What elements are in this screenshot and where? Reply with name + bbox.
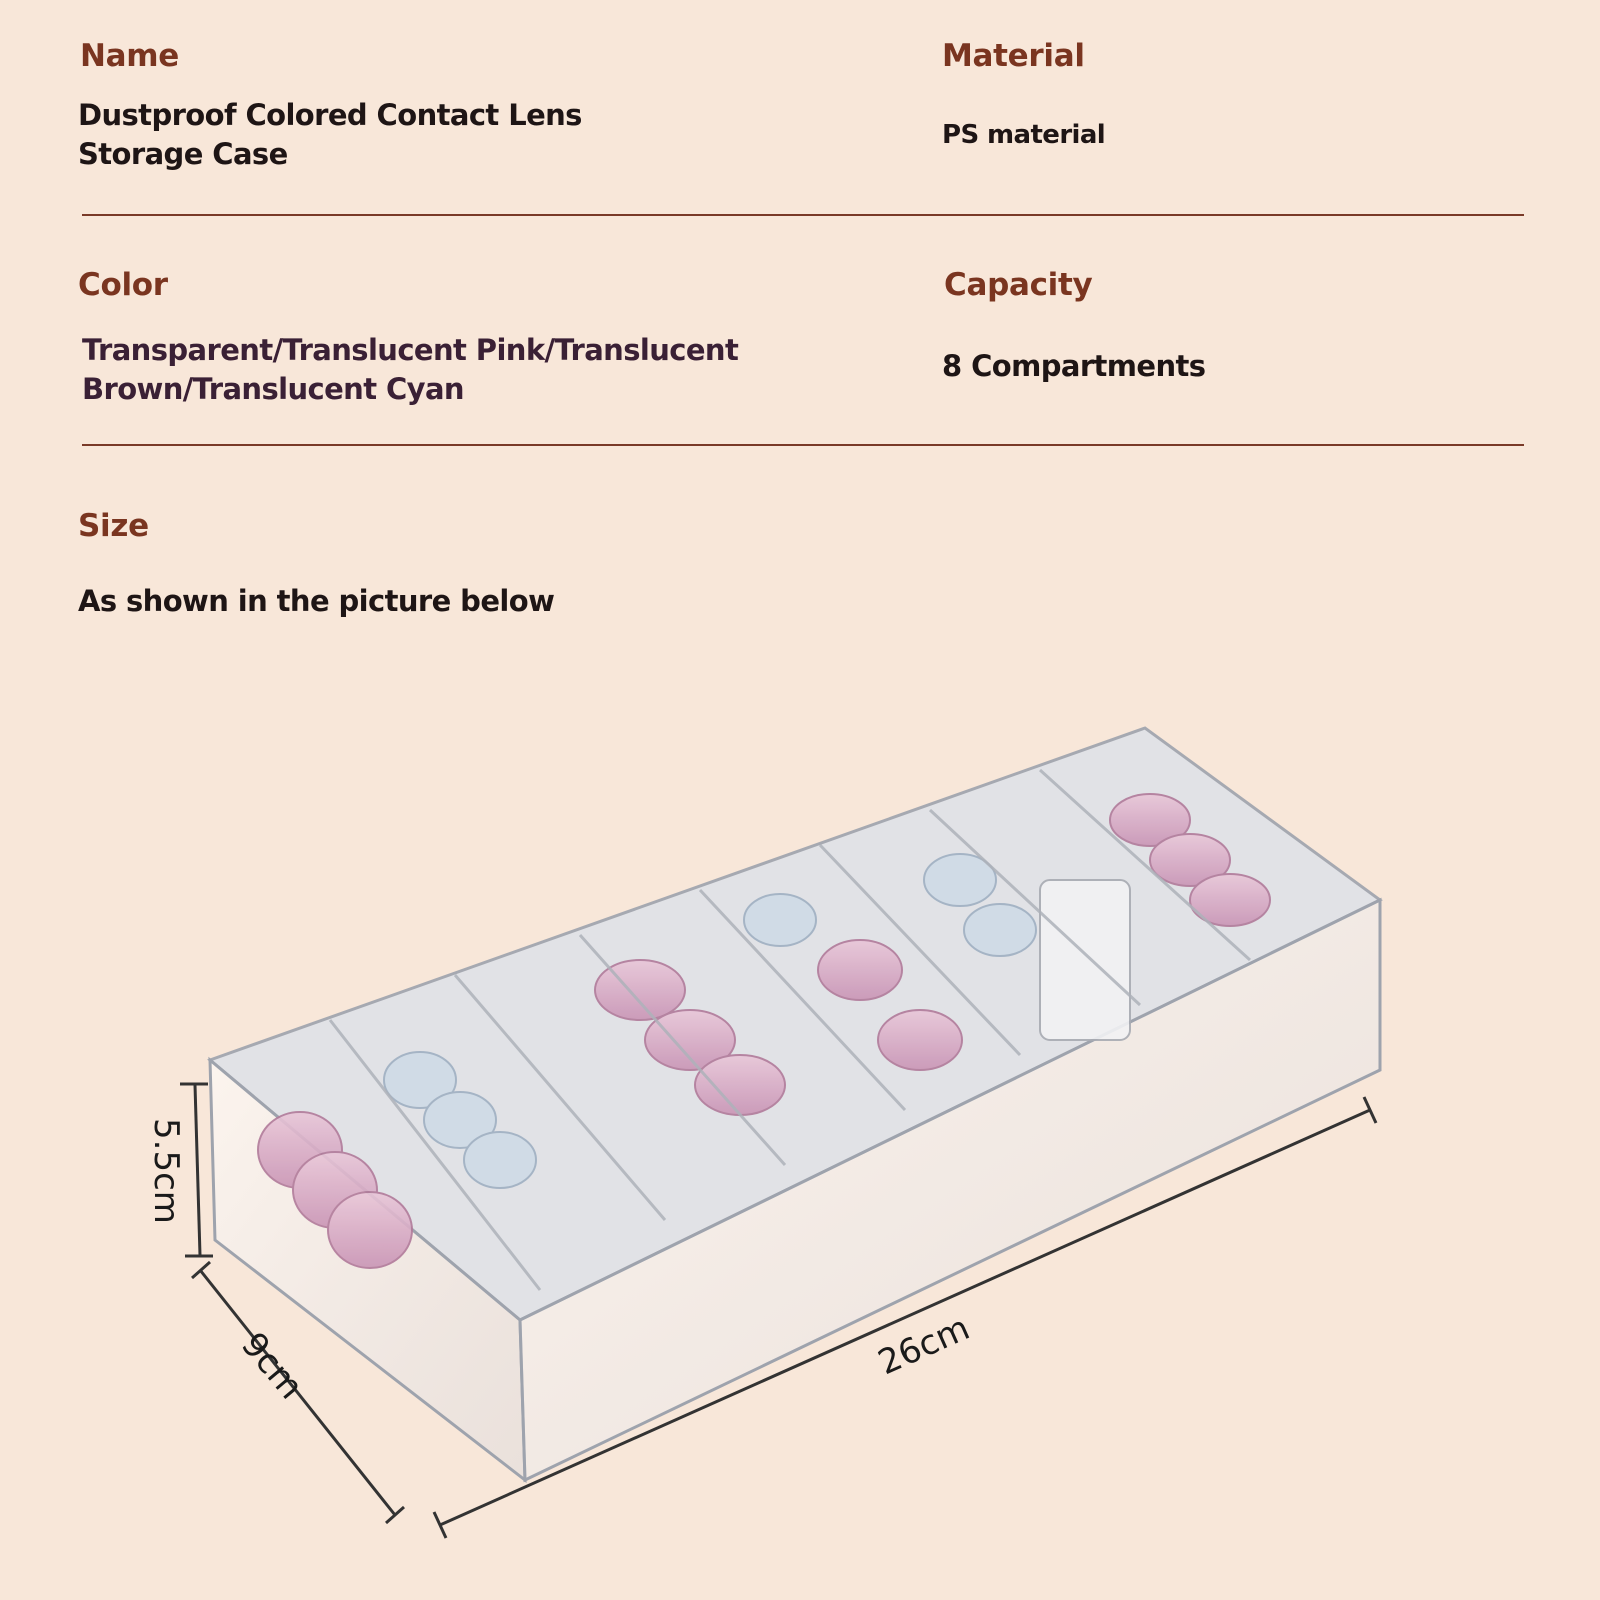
capacity-value: 8 Compartments [942,349,1206,383]
material-value: PS material [942,120,1106,150]
divider-2 [82,444,1524,446]
compartment-dividers [328,768,1252,1291]
size-label: Size [78,508,149,544]
divider-1 [82,214,1524,216]
color-label: Color [78,267,168,303]
height-dimension: 5.5cm [146,1082,213,1258]
material-label: Material [942,38,1085,74]
height-label: 5.5cm [146,1118,186,1224]
name-value-line2: Storage Case [78,137,288,171]
size-value: As shown in the picture below [78,584,555,618]
color-value-line2: Brown/Translucent Cyan [82,372,465,406]
color-value-line1: Transparent/Translucent Pink/Translucent [82,333,739,367]
lens-packets [257,793,1271,1269]
name-value-line1: Dustproof Colored Contact Lens [78,98,582,132]
capacity-label: Capacity [944,267,1093,303]
color-value: Transparent/Translucent Pink/Translucent… [82,331,739,409]
name-value: Dustproof Colored Contact Lens Storage C… [78,96,582,174]
name-label: Name [80,38,179,74]
length-label: 26cm [872,1308,975,1383]
